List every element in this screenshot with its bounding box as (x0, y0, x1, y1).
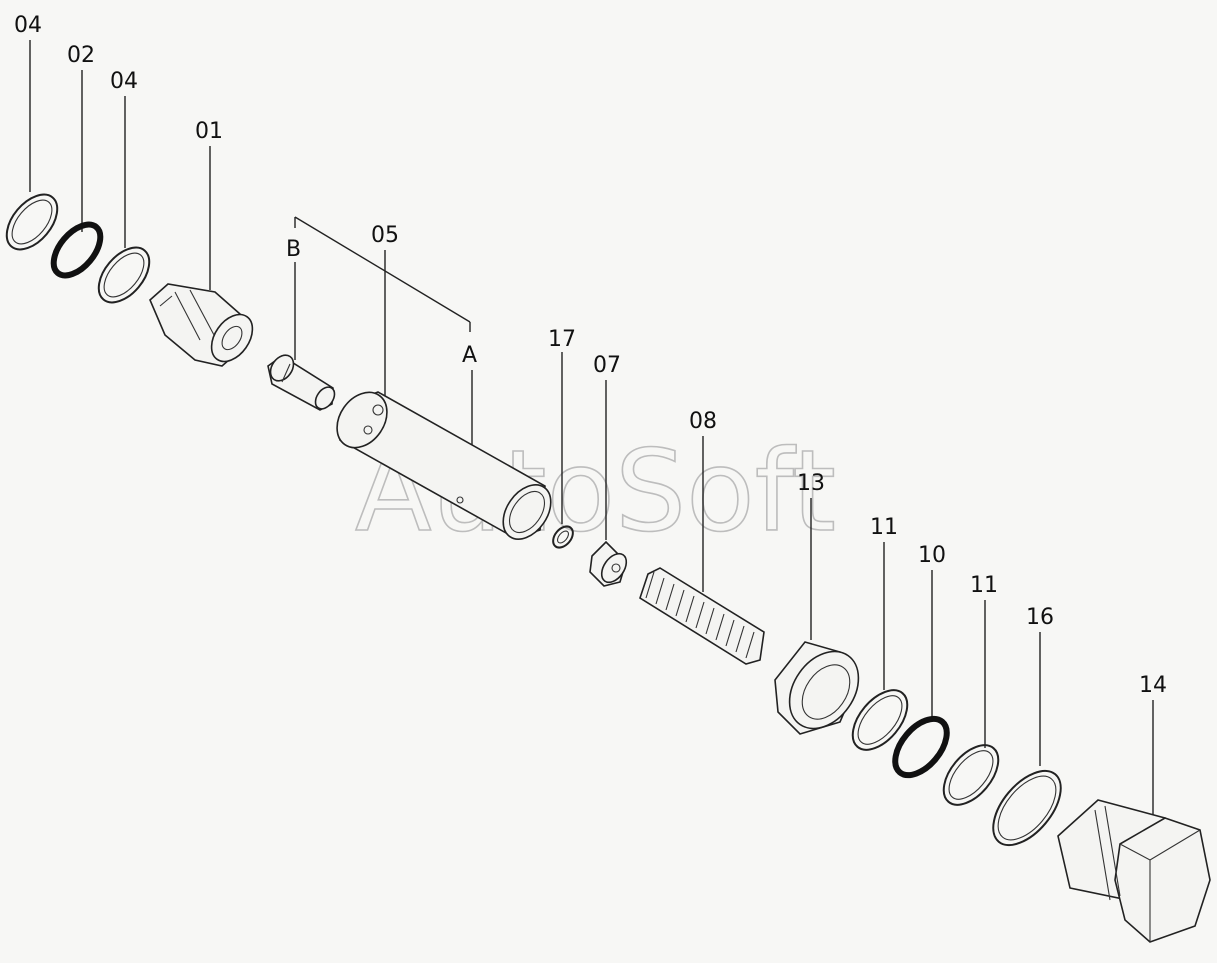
o-ring-02 (50, 221, 104, 279)
label-a: A (462, 343, 477, 368)
label-b: B (286, 237, 301, 262)
label-02: 02 (67, 43, 95, 68)
o-ring-10 (892, 715, 950, 779)
leader-lines (29, 40, 1154, 818)
label-13: 13 (797, 471, 825, 496)
spring-08 (639, 567, 765, 665)
ring-17 (552, 525, 574, 549)
label-08: 08 (689, 409, 717, 434)
label-04-b: 04 (110, 69, 138, 94)
label-11-b: 11 (970, 573, 998, 598)
label-16: 16 (1026, 605, 1054, 630)
spring-seat-07 (589, 540, 628, 587)
label-11-a: 11 (870, 515, 898, 540)
poppet-b (267, 354, 336, 411)
callout-labels: 04 02 04 01 B 05 A 17 07 08 13 11 10 11 … (14, 13, 1167, 698)
backup-ring-11-a (851, 689, 909, 751)
valve-seat-01 (149, 283, 254, 367)
backup-ring-04-b (97, 246, 151, 304)
nut-13 (774, 641, 860, 735)
label-14: 14 (1139, 673, 1167, 698)
label-01: 01 (195, 119, 223, 144)
label-05: 05 (371, 223, 399, 248)
sleeve-05 (336, 391, 552, 540)
backup-ring-11-b (942, 744, 1000, 806)
backup-ring-04-a (5, 193, 59, 251)
label-04-a: 04 (14, 13, 42, 38)
label-10: 10 (918, 543, 946, 568)
gasket-16 (992, 769, 1062, 847)
label-17: 17 (548, 327, 576, 352)
plug-14 (1057, 799, 1211, 943)
label-07: 07 (593, 353, 621, 378)
